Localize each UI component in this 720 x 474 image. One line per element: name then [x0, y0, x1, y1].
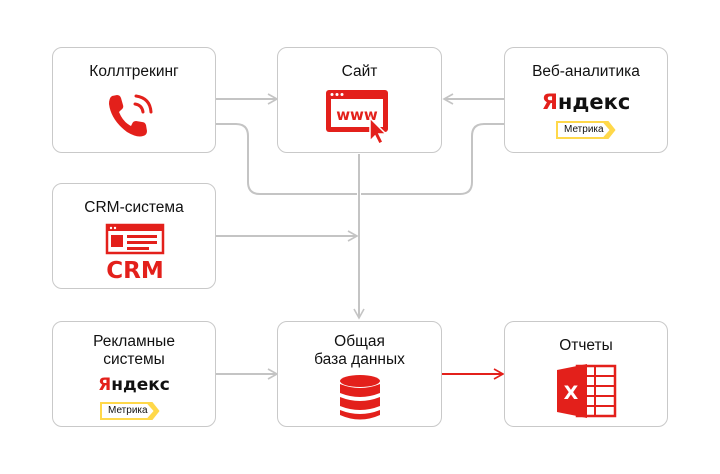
- phone-icon: [109, 94, 153, 137]
- metrika-badge-text: Метрика: [108, 405, 148, 416]
- reports-title: Отчеты: [559, 337, 613, 354]
- database-title-line2: база данных: [314, 351, 405, 368]
- line-calltracking-merge: [216, 123, 357, 195]
- crm-title: CRM-система: [84, 199, 184, 216]
- database-box: Общая база данных: [277, 321, 442, 427]
- yandex-logo: Яндекс: [505, 90, 667, 114]
- www-text: www: [336, 106, 378, 124]
- metrika-badge-text: Метрика: [564, 124, 604, 135]
- ads-box: Рекламные системы Яндекс Метрика: [52, 321, 216, 427]
- crm-window-icon: CRM: [105, 223, 165, 283]
- metrika-badge: Метрика: [556, 121, 616, 139]
- crm-icon-text: CRM: [106, 258, 163, 283]
- calltracking-title: Коллтрекинг: [89, 63, 179, 80]
- database-title-line1: Общая: [334, 333, 385, 350]
- database-icon: [340, 375, 380, 420]
- excel-icon: X: [557, 364, 617, 418]
- crm-box: CRM-система CRM: [52, 183, 216, 289]
- site-title: Сайт: [341, 63, 378, 80]
- excel-icon-letter: X: [564, 382, 579, 404]
- yandex-logo: Яндекс: [53, 375, 215, 395]
- reports-box: Отчеты X: [504, 321, 668, 427]
- yandex-logo-text: Яндекс: [98, 375, 170, 395]
- metrika-badge: Метрика: [100, 402, 160, 420]
- calltracking-box: Коллтрекинг: [52, 47, 216, 153]
- webanalytics-title: Веб-аналитика: [532, 63, 640, 80]
- ads-title-line2: системы: [103, 351, 165, 368]
- webanalytics-box: Веб-аналитика Яндекс Метрика: [504, 47, 668, 153]
- yandex-logo-text: Яндекс: [541, 90, 631, 114]
- site-box: Сайт www: [277, 47, 442, 153]
- www-browser-icon: www: [326, 90, 388, 146]
- line-webanalytics-merge: [361, 123, 504, 195]
- ads-title-line1: Рекламные: [93, 333, 175, 350]
